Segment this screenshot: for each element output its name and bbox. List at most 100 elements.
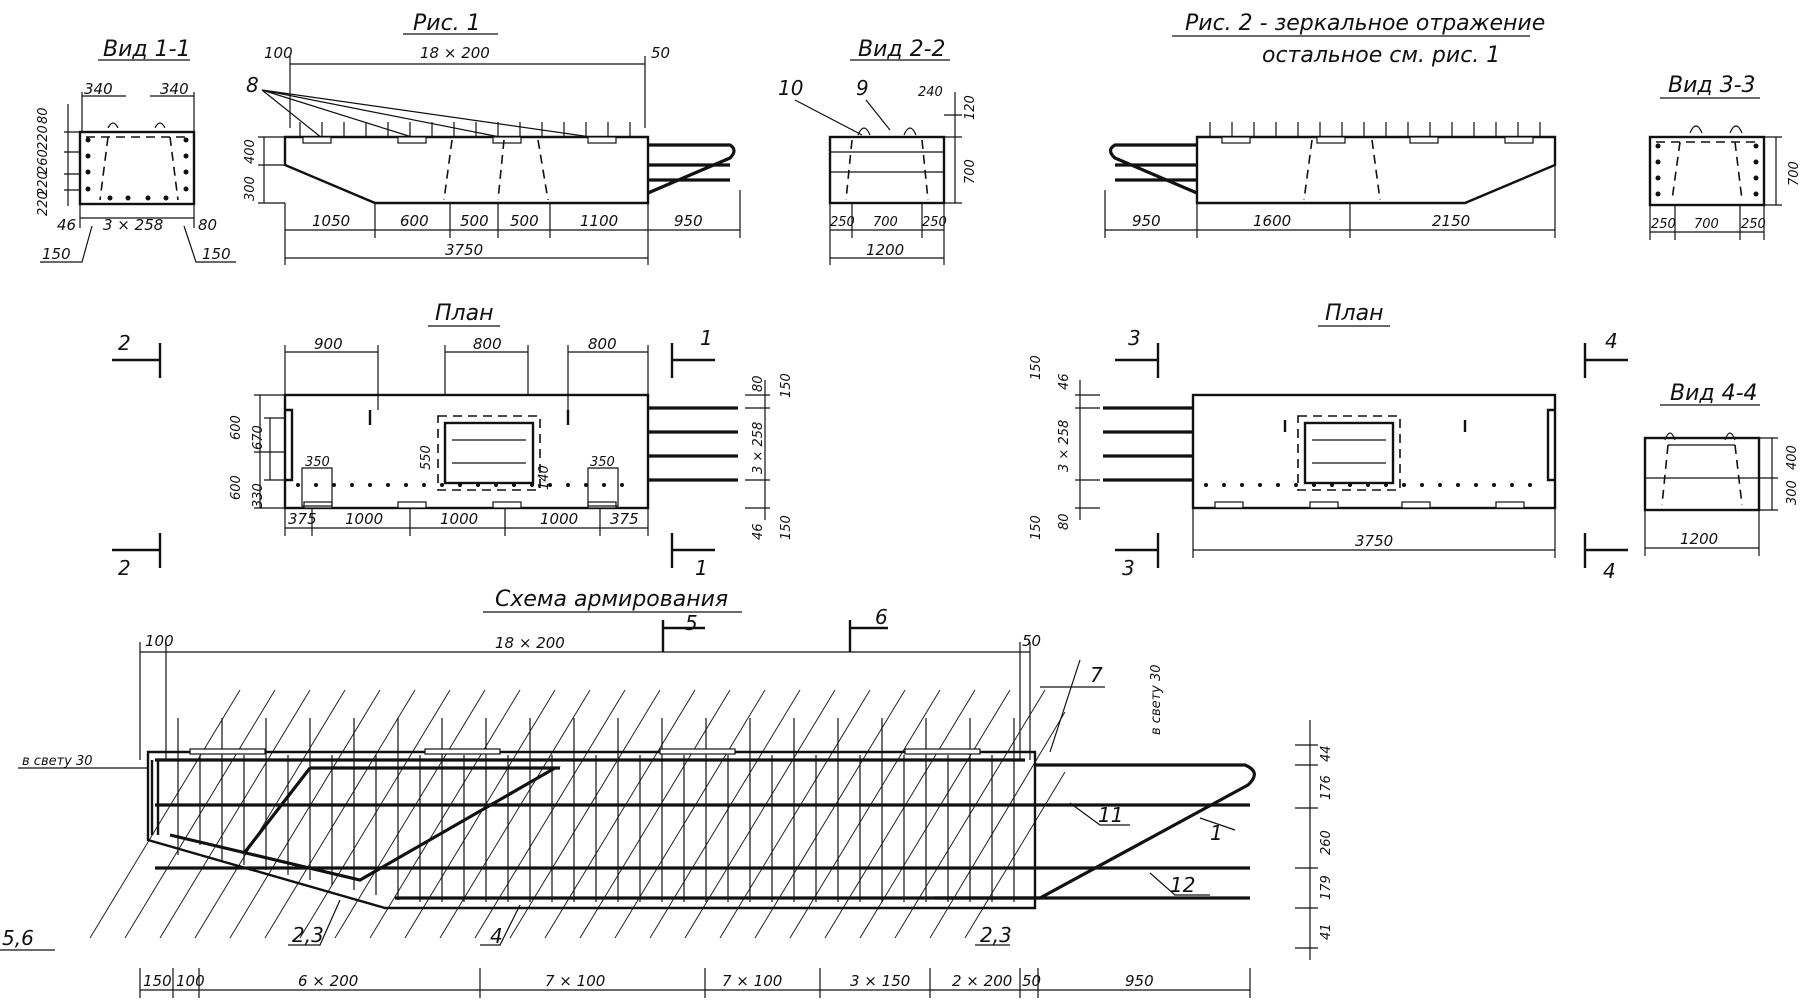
dim-179: 179: [1319, 875, 1334, 900]
bottom-dim-lines: [139, 968, 1251, 998]
hidden-lines: [443, 139, 549, 201]
projecting-rebars: [1103, 406, 1193, 482]
dim-700-bottom: 700: [873, 215, 898, 230]
dim-1050: 1050: [312, 212, 350, 230]
cut-3-top: 3: [1128, 326, 1141, 350]
dim-400: 400: [243, 139, 258, 164]
dim-900: 900: [314, 335, 343, 353]
dim-1200: 1200: [1680, 530, 1718, 548]
dim-140: 140: [537, 465, 552, 490]
callout-8-leaders: [261, 89, 599, 139]
dim-80: 80: [36, 107, 51, 124]
right-dim-lines: [1295, 720, 1318, 960]
dim-400: 400: [1785, 445, 1800, 470]
dim-6x200: 6 × 200: [298, 972, 358, 990]
dim-46: 46: [1057, 373, 1072, 390]
section-4-4-outline: [1643, 436, 1761, 512]
dim-46: 46: [57, 216, 76, 234]
dim-250a: 250: [830, 215, 855, 230]
callout-5-6: 5,6: [2, 926, 34, 950]
lifting-loops: [107, 122, 166, 129]
section-4-4: Вид 4-4 400 300 1200: [1643, 381, 1800, 556]
bottom-dim-lines: [829, 203, 945, 265]
opening-hidden: [437, 415, 541, 491]
plan-1-title: План: [435, 301, 493, 326]
dim-375b: 375: [610, 510, 639, 528]
bottom-dim-lines: [1104, 165, 1556, 238]
lifting-loops: [857, 127, 917, 136]
plan-2-title: План: [1325, 301, 1383, 326]
dim-46: 46: [751, 523, 766, 540]
dim-44: 44: [1319, 745, 1334, 762]
dim-7x100a: 7 × 100: [545, 972, 605, 990]
hidden-lines: [845, 139, 929, 201]
dim-220a: 220: [36, 125, 51, 150]
dim-340-right: 340: [160, 80, 189, 98]
dim-550: 550: [419, 445, 434, 470]
callout-12: 12: [1170, 873, 1195, 897]
dim-3x258: 3 × 258: [103, 216, 163, 234]
dim-330: 330: [251, 483, 266, 508]
figure-2-subtitle: остальное см. рис. 1: [1262, 43, 1500, 68]
dim-220b: 220: [36, 171, 51, 196]
right-dim-lines: [745, 380, 770, 520]
rebar-dots: [296, 483, 624, 487]
hatching: [89, 689, 1066, 939]
dim-2x200: 2 × 200: [952, 972, 1012, 990]
section-2-2-outline: [828, 135, 946, 205]
left-dim-lines: [1075, 380, 1100, 520]
bottom-dim-lines: [284, 508, 649, 536]
dim-375a: 375: [288, 510, 317, 528]
cut-marks: 2 2 1 1: [112, 326, 715, 580]
end-cage: [150, 760, 160, 835]
dim-150-right: 150: [202, 245, 231, 263]
dim-600a: 600: [229, 415, 244, 440]
plan-2: План 150 46 3 × 258 150 80 3750 3 3 4 4: [1029, 301, 1628, 583]
bent-bars-2-3: [169, 766, 561, 882]
scheme-beam-outline: [146, 750, 1037, 910]
cut-4-bottom: 4: [1603, 559, 1616, 583]
dim-1100: 1100: [580, 212, 618, 230]
dim-220c: 220: [36, 191, 51, 216]
dim-350a: 350: [305, 455, 330, 470]
beam-outline: [283, 135, 650, 205]
dim-950: 950: [674, 212, 703, 230]
corner-pads: [301, 467, 619, 507]
rebar-dots: [1655, 143, 1759, 197]
dim-700: 700: [1787, 161, 1802, 186]
section-4-4-title: Вид 4-4: [1670, 381, 1758, 406]
plan-1: План 900 800 800 600 670 600 330 350 550…: [112, 301, 794, 580]
dim-41: 41: [1319, 923, 1334, 940]
cut-5: 5: [685, 611, 698, 635]
dim-50: 50: [1022, 632, 1041, 650]
section-3-3: Вид 3-3 700 250 700 250: [1648, 73, 1802, 240]
figure-1-elevation: Рис. 1 18 × 200 100 50 8 400 300 1050 60…: [243, 11, 741, 265]
callout-9: 9: [856, 76, 869, 100]
stirrups: [177, 718, 1015, 902]
clear-left-label: в свету 30: [22, 754, 93, 769]
section-2-2-layers: [830, 151, 944, 173]
section-4-4-layers: [1645, 444, 1759, 479]
callout-leaders: [794, 99, 891, 136]
end-details: [285, 408, 570, 482]
bottom-dim-lines: [1649, 205, 1765, 240]
top-dim-lines: [81, 92, 195, 132]
cut-1-bottom: 1: [695, 556, 708, 580]
dim-250b: 250: [1741, 217, 1766, 232]
callout-1: 1: [1210, 821, 1223, 845]
dim-500a: 500: [460, 212, 489, 230]
plan-2-outline: [1191, 393, 1557, 510]
dim-100-bottom: 100: [176, 972, 205, 990]
dim-3750: 3750: [445, 241, 483, 259]
dim-50: 50: [651, 44, 670, 62]
dim-50-bottom: 50: [1022, 972, 1041, 990]
callout-7: 7: [1090, 663, 1103, 687]
dim-100: 100: [145, 632, 174, 650]
cut-6: 6: [875, 605, 888, 629]
dim-500b: 500: [510, 212, 539, 230]
clear-right-label: в свету 30: [1149, 664, 1164, 735]
bent-bar-1: [935, 763, 1256, 900]
dim-800a: 800: [473, 335, 502, 353]
reinforcement-scheme: Схема армирования 18 × 200 100 50 5 6 в …: [0, 587, 1334, 998]
figure-2-title: Рис. 2 - зеркальное отражение: [1185, 11, 1545, 36]
